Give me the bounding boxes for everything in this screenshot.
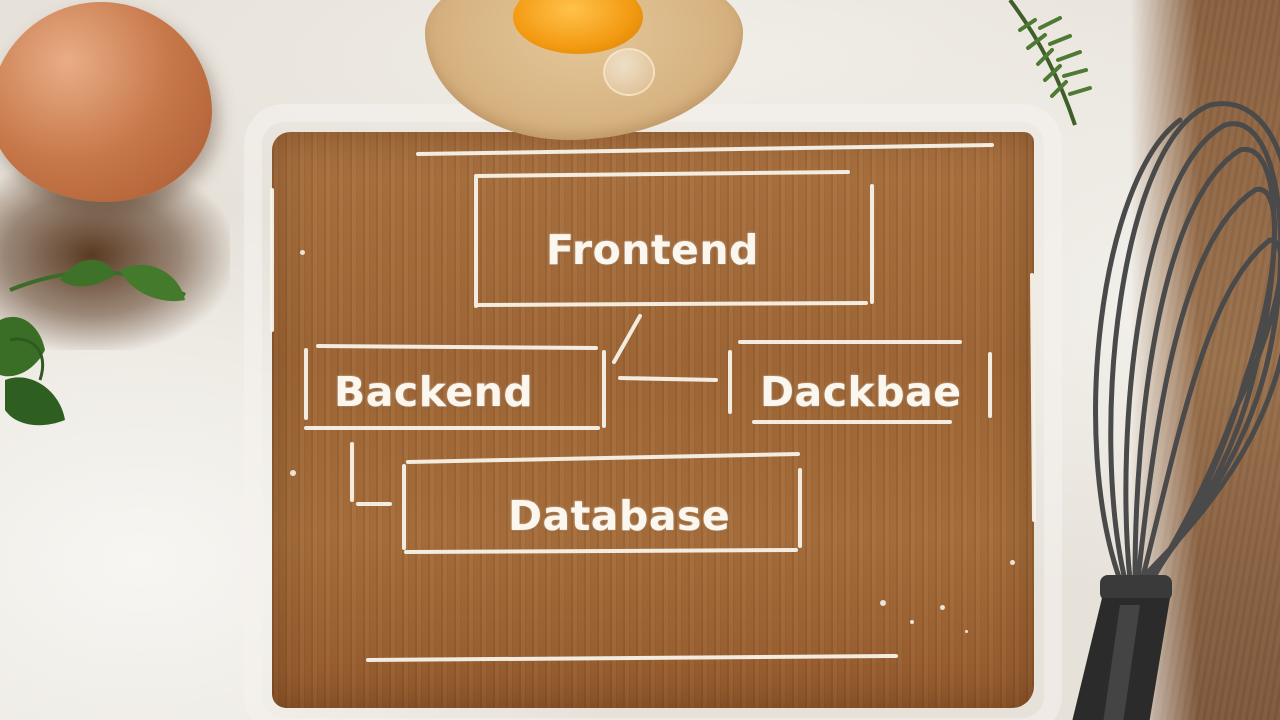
backend-label: Backend <box>334 368 534 416</box>
rosemary-icon <box>1008 0 1092 126</box>
backend-box <box>304 344 606 430</box>
database-label: Database <box>508 492 731 540</box>
connector-backend-dackbae <box>618 376 718 382</box>
frontend-box <box>474 170 874 308</box>
egg-bubble <box>603 48 655 96</box>
frontend-label: Frontend <box>546 226 759 274</box>
right-rule <box>1030 273 1036 522</box>
database-box <box>402 452 802 554</box>
connector-frontend-backend <box>612 314 642 364</box>
whisk-icon <box>1072 101 1280 720</box>
top-rule <box>416 143 994 156</box>
connector-backend-database <box>350 442 392 506</box>
egg <box>0 2 212 202</box>
herb-left-icon <box>0 259 186 426</box>
dackbae-box <box>728 340 992 424</box>
bottom-rule <box>366 654 898 662</box>
dackbae-label: Dackbae <box>760 368 962 416</box>
